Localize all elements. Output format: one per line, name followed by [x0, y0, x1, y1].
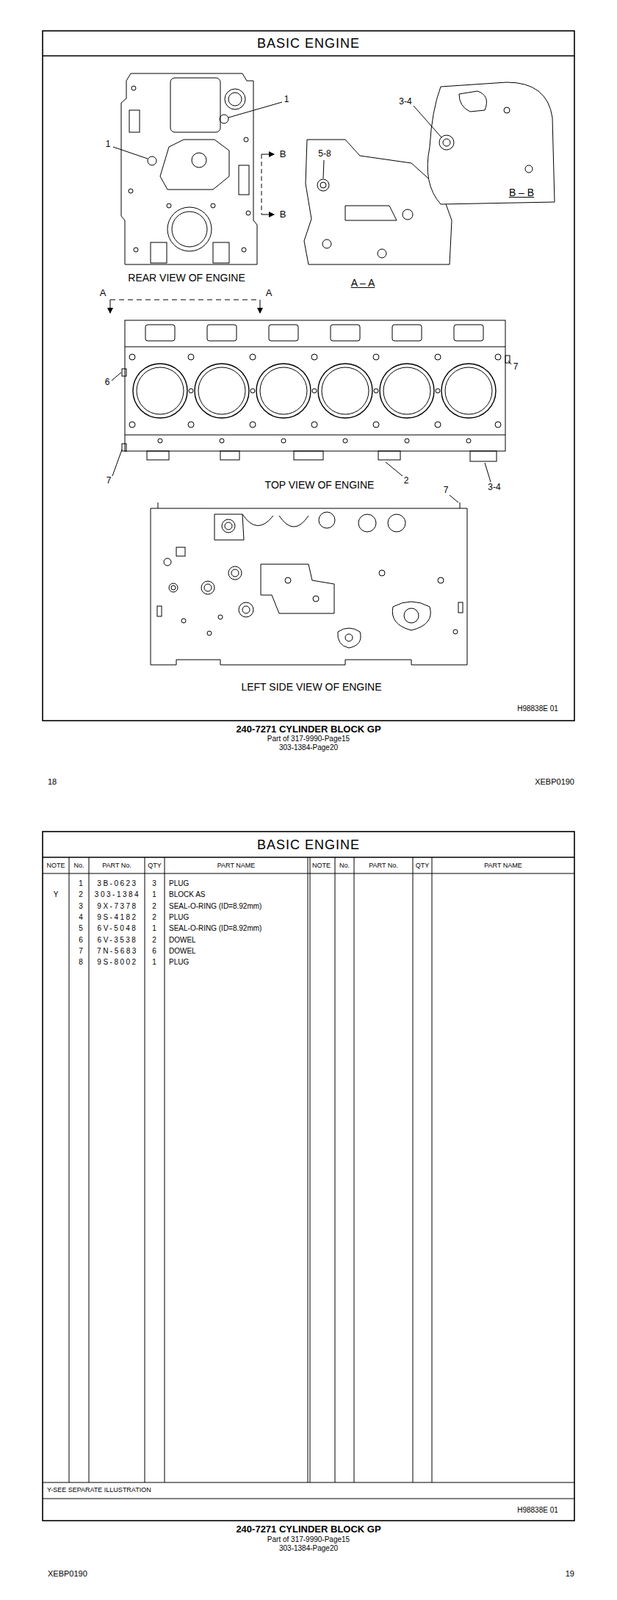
quantity: 2 [152, 901, 157, 911]
part-name: PLUG [168, 913, 189, 922]
note-code: Y [53, 890, 59, 900]
page-number: 19 [565, 1568, 575, 1579]
illustration-code: H98838E 01 [517, 704, 559, 714]
section-letter: A [99, 287, 107, 299]
quantity: 1 [152, 924, 157, 933]
part-number: 303-1384 [94, 890, 141, 900]
part-number: 9X-7378 [96, 901, 138, 911]
part-number: 7N-5683 [96, 946, 139, 956]
column-header: PART NAME [217, 861, 256, 869]
illustration-code: H98838E 01 [517, 1505, 559, 1515]
part-name: PLUG [168, 879, 189, 889]
section-letter: B [279, 209, 287, 221]
column-header: NOTE [46, 861, 65, 869]
callout-number: 3-4 [486, 482, 501, 493]
callout-number: 3-4 [398, 96, 413, 108]
callout-number: 2 [403, 475, 410, 487]
section-letter: A [265, 287, 273, 299]
quantity: 1 [152, 957, 157, 967]
item-number: 4 [78, 913, 84, 922]
column-header: PART No. [368, 861, 399, 869]
view-title: REAR VIEW OF ENGINE [127, 271, 245, 284]
item-number: 2 [78, 890, 84, 900]
quantity: 2 [152, 913, 157, 922]
callout-number: 7 [512, 362, 520, 373]
part-name: BLOCK AS [168, 890, 205, 900]
part-number: 6V-5048 [97, 924, 139, 933]
callout-number: 7 [442, 485, 450, 496]
quantity: 2 [152, 935, 157, 945]
section-heading: BASIC ENGINE [257, 837, 360, 853]
section-title: B – B [509, 186, 534, 199]
document-code: XEBP0190 [47, 1568, 88, 1579]
caption-line: Part of 317-9990-Page15 [267, 734, 350, 744]
caption-title: 240-7271 CYLINDER BLOCK GP [235, 1524, 381, 1536]
column-header: QTY [415, 861, 430, 869]
column-header: QTY [147, 861, 162, 869]
part-name: SEAL-O-RING (ID=8.92mm) [168, 924, 262, 933]
part-number: 9S-4182 [96, 913, 138, 922]
page-number: 18 [47, 777, 57, 787]
callout-number: 6 [104, 377, 111, 388]
part-number: 3B-0623 [96, 879, 138, 889]
part-number: 9S-8002 [96, 957, 138, 967]
item-number: 1 [78, 879, 84, 889]
section-title: A – A [351, 276, 376, 289]
column-header: PART No. [102, 861, 132, 869]
part-name: SEAL-O-RING (ID=8.92mm) [168, 901, 262, 911]
callout-number: 5-8 [317, 149, 332, 160]
caption-line: Part of 317-9990-Page15 [267, 1535, 350, 1544]
part-name: DOWEL [168, 946, 197, 956]
callout-number: 1 [283, 94, 291, 106]
caption-line: 303-1384-Page20 [279, 743, 338, 753]
part-name: PLUG [168, 957, 189, 967]
section-letter: B [279, 149, 287, 161]
column-header: No. [73, 861, 84, 869]
callout-number: 7 [105, 475, 113, 487]
quantity: 1 [152, 890, 157, 900]
caption-line: 303-1384-Page20 [279, 1543, 338, 1553]
caption-title: 240-7271 CYLINDER BLOCK GP [235, 724, 381, 736]
quantity: 3 [152, 879, 157, 889]
item-number: 7 [78, 946, 84, 956]
item-number: 5 [78, 924, 84, 933]
item-number: 6 [78, 935, 84, 945]
part-number: 6V-3538 [97, 935, 139, 945]
footnote: Y-SEE SEPARATE ILLUSTRATION [47, 1485, 152, 1494]
column-header: NOTE [312, 861, 331, 869]
section-heading: BASIC ENGINE [257, 35, 360, 52]
part-name: DOWEL [168, 935, 197, 945]
column-header: PART NAME [484, 861, 523, 869]
quantity: 6 [152, 946, 157, 956]
item-number: 8 [78, 957, 84, 967]
document-code: XEBP0190 [534, 777, 575, 787]
view-title: TOP VIEW OF ENGINE [265, 478, 375, 491]
column-header: No. [339, 861, 350, 869]
item-number: 3 [78, 901, 84, 911]
callout-number: 1 [105, 139, 112, 150]
view-title: LEFT SIDE VIEW OF ENGINE [240, 680, 382, 693]
